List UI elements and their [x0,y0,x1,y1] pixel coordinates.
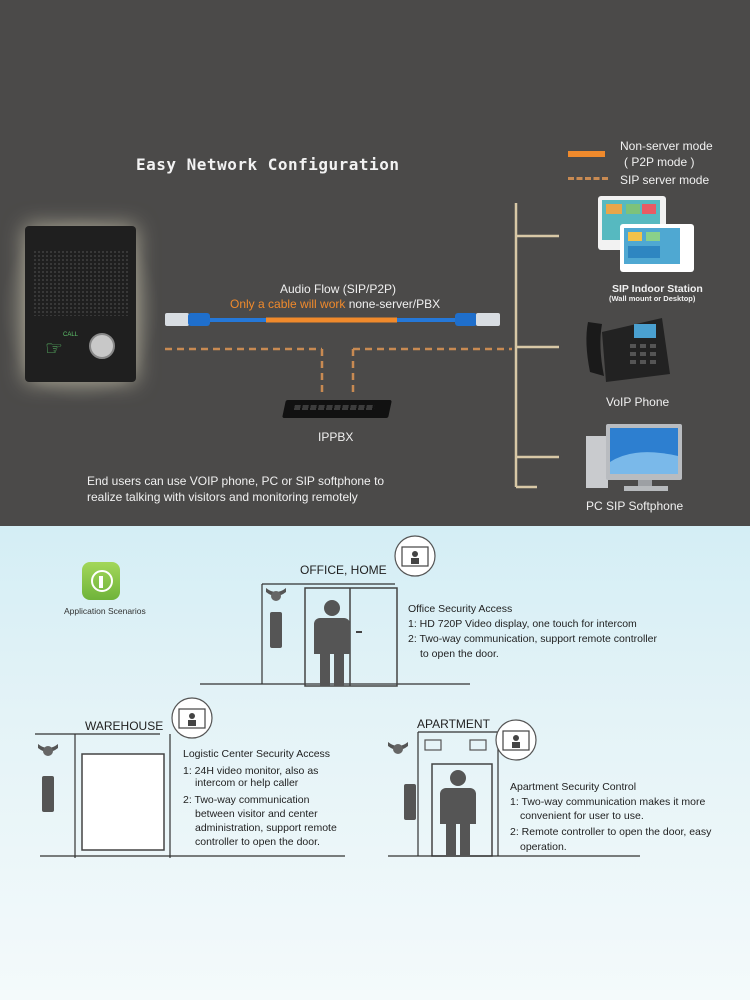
legend-solid-line [568,151,605,157]
apartment-item-2: convenient for user to use. [520,810,644,822]
note-line-1: End users can use VOIP phone, PC or SIP … [87,474,385,488]
office-item-3: to open the door. [420,648,499,660]
apartment-item-1: 1: Two-way communication makes it more [510,796,706,808]
ippbx-label: IPPBX [318,430,354,444]
note-line-2: realize talking with visitors and monito… [87,490,358,504]
scenario-illustrations [35,535,640,858]
call-label: CALL [63,332,79,338]
application-scenarios-panel: Application Scenarios [0,526,750,1000]
legend-dashed-line [568,177,608,180]
network-wiring [165,203,559,489]
hand-pointer-icon: ☞ [45,338,63,360]
legend-solid-label: Non-server mode [620,139,713,153]
warehouse-item-4: between visitor and center [195,808,318,820]
apartment-person-icon [440,770,476,858]
voip-phone-label: VoIP Phone [606,395,670,409]
legend-solid-sublabel: ( P2P mode ) [624,155,695,169]
apartment-item-3: 2: Remote controller to open the door, e… [510,826,712,838]
warehouse-item-5: administration, support remote [195,822,337,834]
application-scenarios-icon [82,562,120,600]
sip-intercom-device: CALL ☞ [25,226,136,382]
warehouse-item-1: 1: 24H video monitor, also as [183,765,319,777]
call-button [89,333,115,359]
office-person-icon [314,600,350,688]
warehouse-title: Logistic Center Security Access [183,748,331,760]
office-title: Office Security Access [408,603,513,615]
warehouse-label: WAREHOUSE [85,719,164,733]
warehouse-scene [35,697,345,858]
apartment-item-4: operation. [520,841,567,853]
office-label: OFFICE, HOME [300,563,387,577]
speaker-grille [33,250,128,316]
indoor-station-label: SIP Indoor Station [612,283,703,295]
legend-dashed-label: SIP server mode [620,173,710,187]
indoor-station-note: (Wall mount or Desktop) [609,294,696,303]
indoor-station-icon [598,196,694,272]
network-title: Easy Network Configuration [136,155,400,174]
ethernet-cable [165,313,500,326]
warehouse-item-2: intercom or help caller [195,777,299,789]
application-scenarios-header: Application Scenarios [64,606,146,616]
audio-flow-note: Only a cable will work none-server/PBX [230,297,441,311]
warehouse-item-6: controller to open the door. [195,836,320,848]
apartment-label: APARTMENT [417,717,490,731]
office-item-2: 2: Two-way communication, support remote… [408,633,657,645]
pc-icon [586,424,682,491]
apartment-title: Apartment Security Control [510,781,637,793]
voip-phone-icon [586,318,670,382]
office-item-1: 1: HD 720P Video display, one touch for … [408,618,637,630]
network-configuration-panel: Easy Network Configuration Non-server mo… [0,0,750,526]
warehouse-item-3: 2: Two-way communication [183,794,310,806]
audio-flow-label: Audio Flow (SIP/P2P) [280,282,397,296]
pc-softphone-label: PC SIP Softphone [586,499,684,513]
apartment-scene [388,719,640,857]
ippbx-device [282,400,392,418]
